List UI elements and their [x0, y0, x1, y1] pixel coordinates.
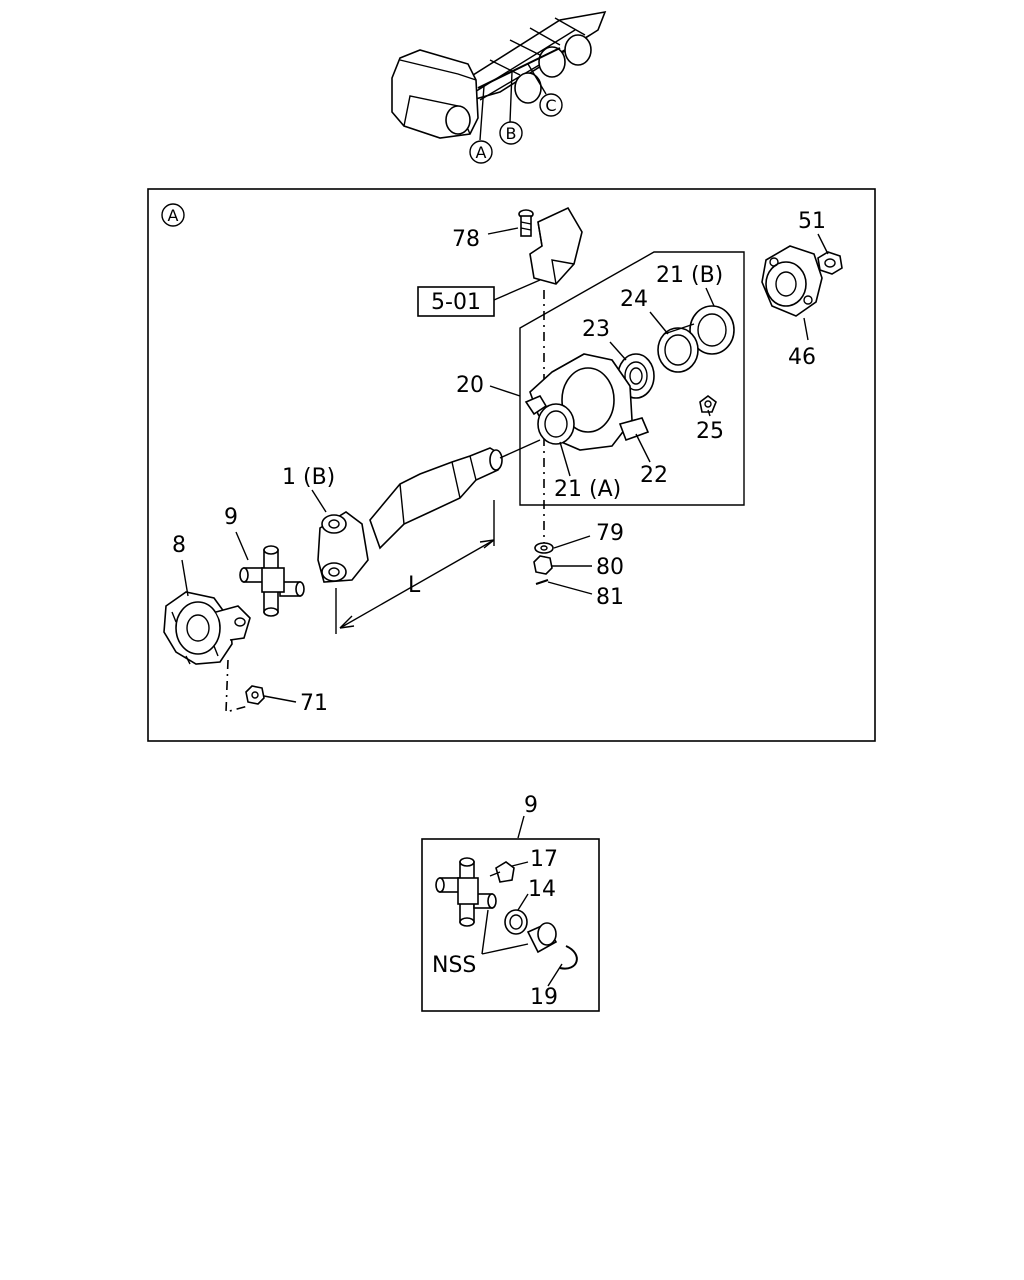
callout-21a: 21 (A): [554, 477, 621, 502]
callout-20: 20: [456, 373, 484, 398]
dimension-l: [335, 500, 495, 634]
bearing-group-frame: [519, 251, 745, 506]
washer-79: [534, 542, 554, 554]
propeller-shaft-1b: [317, 439, 541, 583]
main-panel-frame: [147, 188, 876, 742]
detail-callout-14: 14: [528, 877, 556, 902]
oil-seal-21a: [537, 403, 575, 445]
svg-text:A: A: [476, 143, 487, 162]
detail-callout-19: 19: [530, 985, 558, 1010]
callout-21b: 21 (B): [656, 263, 723, 288]
detail-callout-17: 17: [530, 847, 558, 872]
companion-flange-46: [761, 245, 823, 317]
locator-c: C: [539, 93, 563, 117]
locator-a: A: [469, 140, 493, 164]
leader-lines: [181, 227, 829, 703]
callout-71: 71: [300, 691, 328, 716]
detail-seal-14: [504, 909, 528, 935]
svg-text:C: C: [545, 96, 556, 115]
oil-seal-21b: [689, 305, 735, 355]
reference-box-5-01: 5-01: [417, 286, 495, 317]
cotter-pin-81: [535, 579, 549, 585]
callout-78: 78: [452, 227, 480, 252]
svg-text:B: B: [506, 124, 517, 143]
alignment-line-yoke: [225, 659, 249, 714]
universal-joint-spider-9: [239, 545, 305, 617]
truck-locator-illustration: [391, 10, 607, 141]
detail-grease-fitting: [489, 861, 515, 883]
mounting-bracket: [529, 206, 583, 285]
svg-text:5-01: 5-01: [431, 290, 481, 315]
svg-text:A: A: [168, 206, 179, 225]
callout-46: 46: [788, 345, 816, 370]
callout-22: 22: [640, 463, 668, 488]
callout-9: 9: [224, 505, 238, 530]
main-panel-corner-label: A: [161, 203, 185, 227]
callout-25: 25: [696, 419, 724, 444]
callout-79: 79: [596, 521, 624, 546]
detail-panel-frame: [421, 838, 600, 1012]
callout-51: 51: [798, 209, 826, 234]
callout-81: 81: [596, 585, 624, 610]
nut-71: [245, 685, 265, 705]
dimension-label-l: L: [408, 573, 421, 598]
locator-b: B: [499, 121, 523, 145]
detail-leader-14: [517, 893, 529, 911]
detail-spider: [435, 857, 497, 927]
grease-nipple-25: [699, 395, 717, 413]
detail-callout-nss: NSS: [432, 953, 476, 978]
detail-bearing-cup: [526, 922, 558, 954]
nut-51: [817, 251, 843, 275]
detail-panel-title: 9: [524, 793, 538, 818]
nut-80: [533, 555, 553, 575]
callout-24: 24: [620, 287, 648, 312]
detail-leader-19: [547, 963, 563, 987]
detail-snap-ring-19: [559, 945, 578, 970]
callout-1b: 1 (B): [282, 465, 335, 490]
callout-23: 23: [582, 317, 610, 342]
detail-title-leader: [517, 815, 525, 839]
bolt-78: [518, 209, 534, 237]
sleeve-24: [657, 323, 699, 373]
callout-80: 80: [596, 555, 624, 580]
detail-leader-nss: [481, 909, 529, 955]
detail-leader-17: [511, 861, 529, 867]
flange-yoke-8: [163, 591, 251, 665]
callout-8: 8: [172, 533, 186, 558]
